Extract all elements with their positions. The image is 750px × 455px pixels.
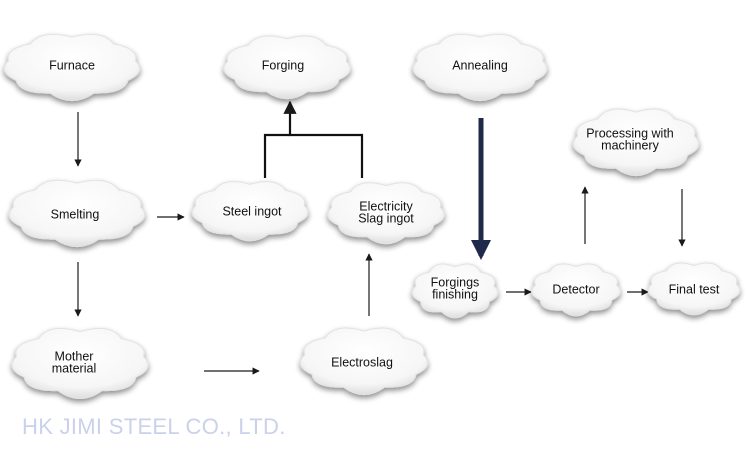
cloud-shape	[11, 327, 149, 400]
node-steel-ingot: Steel ingot	[191, 181, 309, 242]
node-label: finishing	[432, 287, 478, 301]
cloud-shape	[572, 108, 700, 177]
cloud-shape	[3, 33, 141, 102]
node-label: Forgings	[431, 275, 480, 289]
cloud-shape	[191, 181, 309, 242]
node-label: material	[52, 361, 96, 375]
node-label: Processing with	[586, 126, 674, 140]
node-forging: Forging	[223, 35, 351, 100]
connector-layer	[74, 100, 686, 375]
company-watermark: HK JIMI STEEL CO., LTD.	[22, 414, 286, 439]
node-annealing: Annealing	[412, 33, 548, 102]
node-label: Steel ingot	[222, 204, 282, 218]
node-label: Detector	[552, 282, 599, 296]
node-furnace: Furnace	[3, 33, 141, 102]
cloud-shape	[412, 33, 548, 102]
node-label: Furnace	[49, 58, 95, 72]
cloud-shape	[531, 263, 621, 317]
node-label: Forging	[262, 58, 304, 72]
node-label: machinery	[601, 138, 659, 152]
node-label: Smelting	[51, 207, 100, 221]
cloud-shape	[327, 182, 445, 245]
cloud-shape	[8, 179, 146, 248]
cloud-shape	[299, 327, 429, 396]
node-smelting: Smelting	[8, 179, 146, 248]
cloud-shape	[411, 263, 499, 319]
cloud-shape	[647, 262, 741, 316]
edge-electricity-slag-ingot-to-forging	[283, 100, 364, 178]
cloud-shape	[223, 35, 351, 100]
node-label: Electricity	[359, 199, 413, 213]
node-final-test: Final test	[647, 262, 741, 316]
node-detector: Detector	[531, 263, 621, 317]
node-label: Electroslag	[331, 355, 393, 369]
node-electroslag: Electroslag	[299, 327, 429, 396]
node-label: Mother	[55, 349, 94, 363]
node-label: Annealing	[452, 58, 508, 72]
node-label: Slag ingot	[358, 211, 414, 225]
node-label: Final test	[669, 282, 720, 296]
edge-steel-ingot-to-forging	[263, 133, 290, 178]
